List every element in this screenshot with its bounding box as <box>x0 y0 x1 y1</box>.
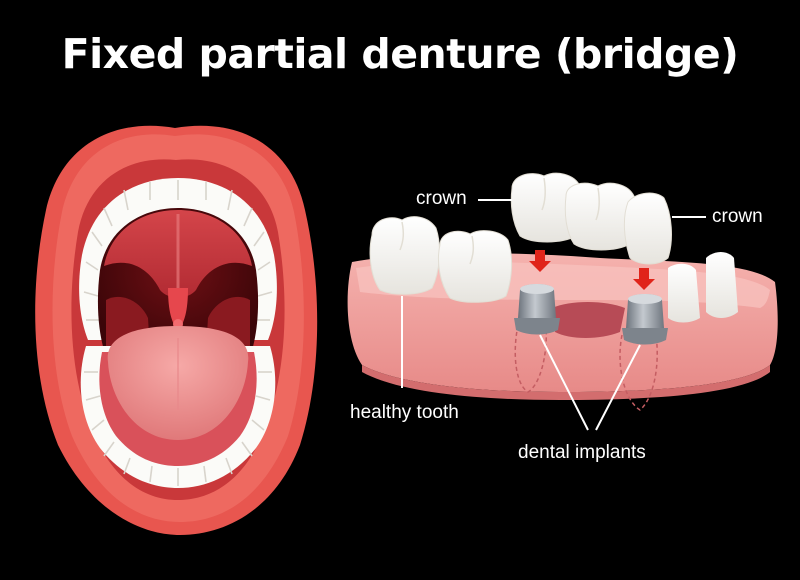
crown-label-left: crown <box>416 188 467 209</box>
front-tooth-1 <box>668 263 700 323</box>
implant-root-right <box>619 334 658 411</box>
open-mouth <box>35 125 318 536</box>
arrow-down-icon <box>633 268 655 290</box>
implant-right <box>622 294 668 345</box>
implant-leader-left <box>539 334 589 431</box>
front-tooth-2 <box>706 252 738 318</box>
healthy-tooth-1 <box>369 216 440 295</box>
dental-implants-label: dental implants <box>518 442 646 463</box>
healthy-tooth-2 <box>437 230 513 303</box>
arrow-down-icon <box>529 250 551 272</box>
healthy-tooth-label: healthy tooth <box>350 402 459 423</box>
crown-label-right: crown <box>712 206 763 227</box>
implant-leader-right <box>595 344 641 431</box>
bridge-crowns <box>510 172 672 265</box>
bridge-diagram <box>347 172 778 431</box>
page-title: Fixed partial denture (bridge) <box>61 30 739 78</box>
implant-left <box>514 284 560 335</box>
gap-socket <box>552 302 625 338</box>
implant-root-left <box>514 324 548 393</box>
uvula <box>168 288 188 330</box>
